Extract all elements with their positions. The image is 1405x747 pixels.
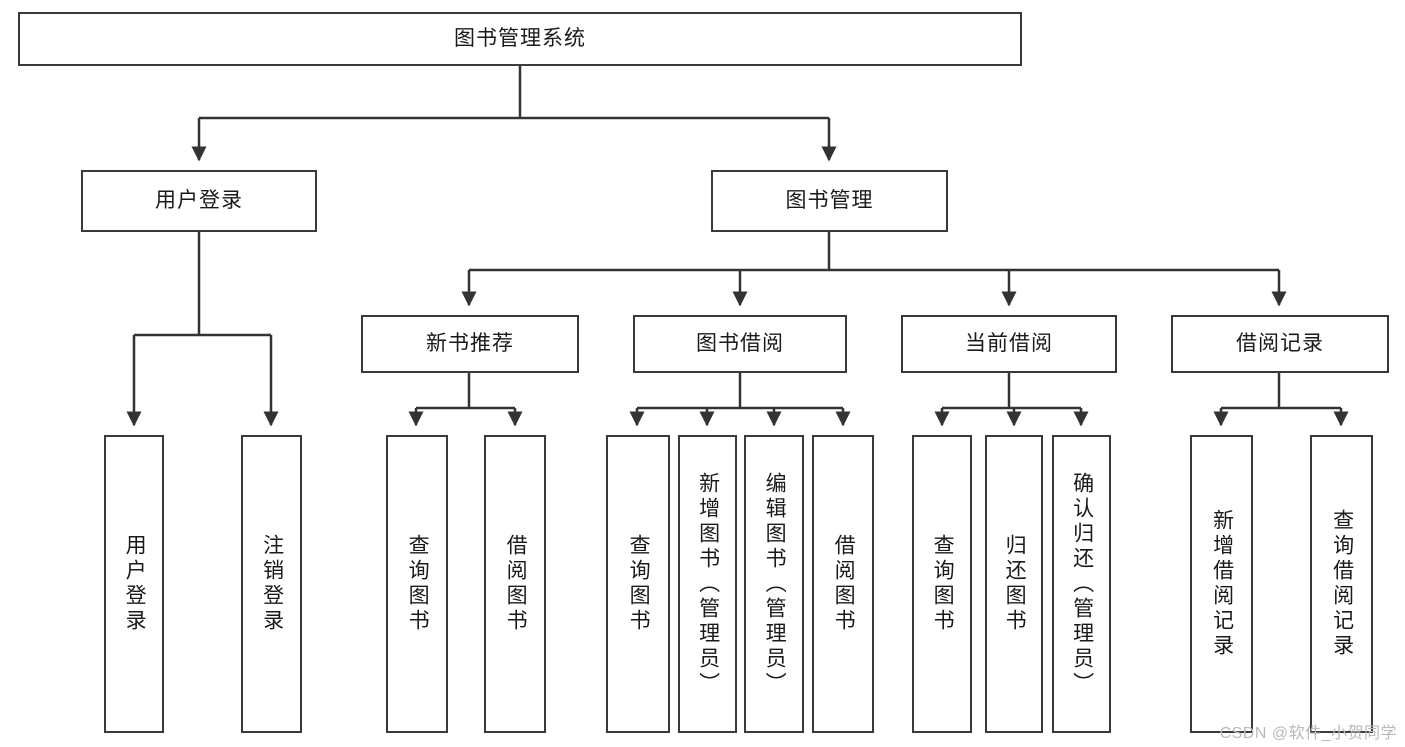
node-leaf-query-book-newrec[interactable]: 查询图书	[386, 435, 448, 733]
node-leaf-add-book-admin[interactable]: 新增图书（管理员）	[678, 435, 737, 733]
node-leaf-logout[interactable]: 注销登录	[241, 435, 302, 733]
csdn-watermark: CSDN @软件_小贺同学	[1219, 725, 1397, 742]
node-leaf-borrow-book[interactable]: 借阅图书	[812, 435, 874, 733]
node-new-book-recommend[interactable]: 新书推荐	[361, 315, 579, 373]
node-leaf-edit-book-admin[interactable]: 编辑图书（管理员）	[744, 435, 804, 733]
node-leaf-query-borrow-record[interactable]: 查询借阅记录	[1310, 435, 1373, 733]
node-leaf-borrow-book-newrec[interactable]: 借阅图书	[484, 435, 546, 733]
node-leaf-return-book[interactable]: 归还图书	[985, 435, 1043, 733]
node-leaf-query-book-current[interactable]: 查询图书	[912, 435, 972, 733]
node-book-manage[interactable]: 图书管理	[711, 170, 948, 232]
node-leaf-user-login[interactable]: 用户登录	[104, 435, 164, 733]
node-leaf-confirm-return-admin[interactable]: 确认归还（管理员）	[1052, 435, 1111, 733]
node-current-borrow[interactable]: 当前借阅	[901, 315, 1117, 373]
node-book-borrow[interactable]: 图书借阅	[633, 315, 847, 373]
node-leaf-add-borrow-record[interactable]: 新增借阅记录	[1190, 435, 1253, 733]
node-root[interactable]: 图书管理系统	[18, 12, 1022, 66]
node-leaf-query-book-borrow[interactable]: 查询图书	[606, 435, 670, 733]
node-borrow-record[interactable]: 借阅记录	[1171, 315, 1389, 373]
node-user-login[interactable]: 用户登录	[81, 170, 317, 232]
